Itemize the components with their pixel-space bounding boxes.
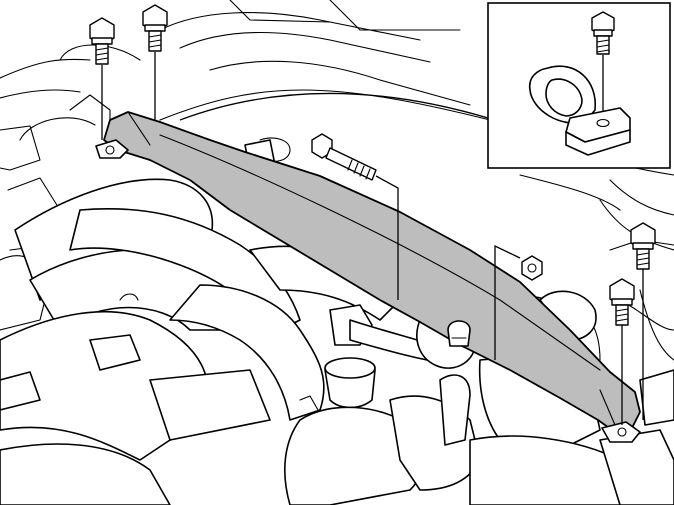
mounting-bolt-left-2 [142, 4, 168, 120]
clamp-detail [179, 2, 671, 169]
long-bolt [311, 133, 399, 300]
mounting-bolt-right-1 [630, 222, 656, 420]
nut [494, 244, 543, 360]
mounting-bolt-left-1 [89, 17, 115, 140]
mounting-bolt-right-2 [609, 278, 635, 425]
clamp-on-brace [447, 320, 471, 347]
engine-brace-bar [95, 111, 641, 443]
